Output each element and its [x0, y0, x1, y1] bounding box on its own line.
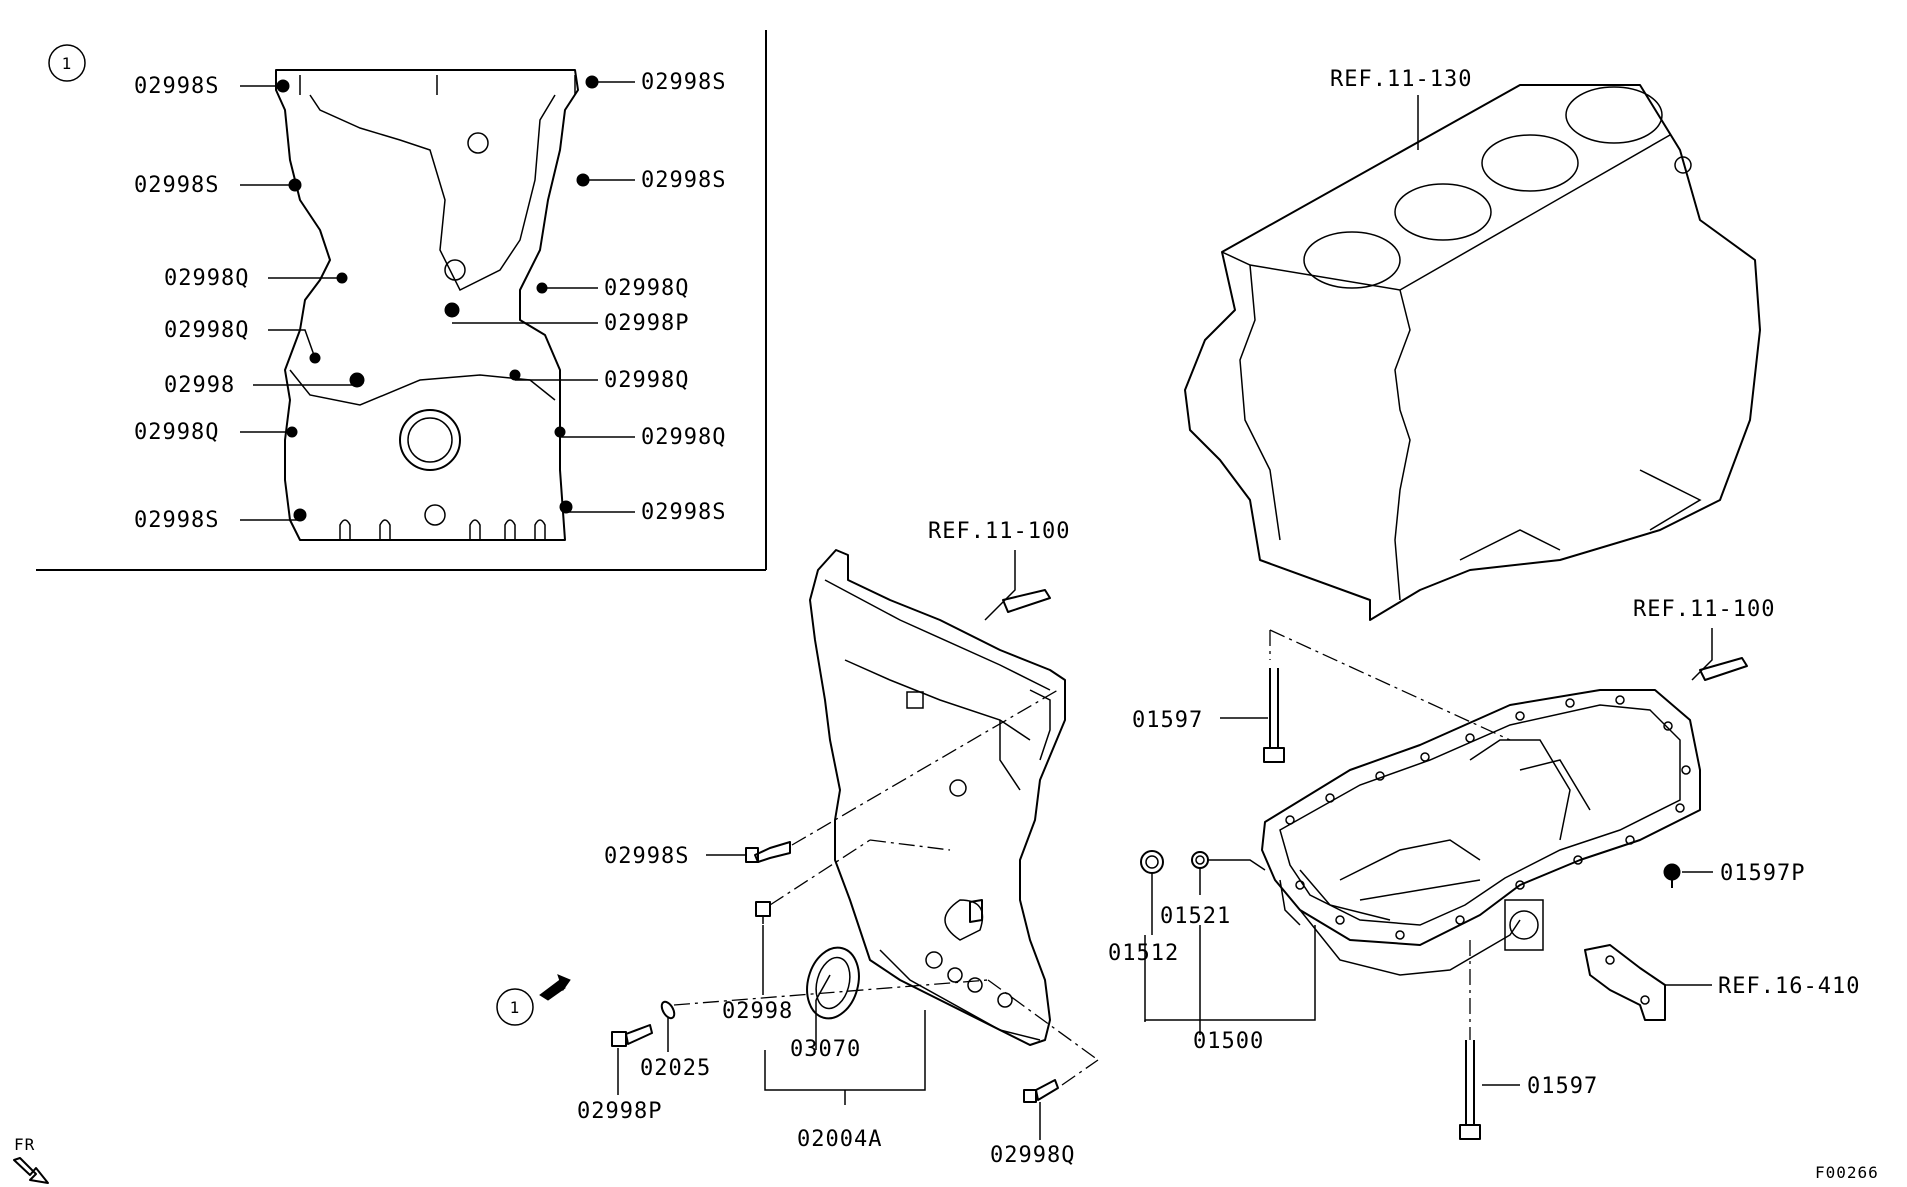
- label-ref-cover: REF.11-100: [928, 519, 1070, 544]
- label-bolt-02998: 02998: [722, 999, 793, 1024]
- label-inset-r4: 02998P: [604, 311, 689, 336]
- front-arrow-icon: [13, 1157, 49, 1184]
- label-inset-r5: 02998Q: [604, 368, 689, 393]
- callout-marker-text: 1: [62, 54, 73, 73]
- direction-label: FR: [14, 1135, 35, 1154]
- pan-leaders: [1144, 717, 1713, 1086]
- inset-frame: [36, 30, 767, 571]
- label-pan-bolt-bottom: 01597: [1527, 1074, 1598, 1099]
- label-inset-r6: 02998Q: [641, 425, 726, 450]
- callout-marker-inset: 1: [48, 44, 86, 82]
- label-oil-pan: 01500: [1193, 1029, 1264, 1054]
- label-oil-seal: 03070: [790, 1037, 861, 1062]
- label-inset-r3: 02998Q: [604, 276, 689, 301]
- label-ref-pan: REF.11-100: [1633, 597, 1775, 622]
- label-pan-bolt-top: 01597: [1132, 708, 1203, 733]
- label-inset-br: 02998S: [641, 500, 726, 525]
- label-bolt-02998q: 02998Q: [990, 1143, 1075, 1168]
- bolt-02998s-drawing: [745, 841, 791, 863]
- gasket-drawing: [1191, 851, 1209, 869]
- inset-labels: 02998S 02998S 02998S 02998S 02998Q 02998…: [134, 70, 726, 533]
- ref-cover-callout: REF.11-100: [928, 519, 1070, 621]
- cover-alignment-lines: [673, 689, 1099, 1086]
- label-inset-l5: 02998: [164, 373, 235, 398]
- label-cover-assy: 02004A: [797, 1127, 882, 1152]
- label-pin-02025: 02025: [640, 1056, 711, 1081]
- pan-bolt-p-drawing: [1663, 863, 1681, 888]
- label-bolt-02998s: 02998S: [604, 844, 689, 869]
- pan-bolt-top-drawing: [1263, 668, 1285, 763]
- callout-marker-main: 1: [496, 974, 571, 1026]
- bolt-02998q-drawing: [1023, 1079, 1059, 1103]
- label-inset-tl2: 02998S: [134, 173, 219, 198]
- inset-leaders: [240, 81, 635, 521]
- label-inset-tr1: 02998S: [641, 70, 726, 95]
- oil-pan-drawing: [1261, 689, 1701, 976]
- pan-alignment-lines: [1269, 629, 1511, 1040]
- cylinder-block-drawing: [1184, 84, 1761, 621]
- timing-cover-drawing: [809, 549, 1066, 1046]
- ref-pan-callout: REF.11-100: [1633, 597, 1775, 681]
- label-inset-tr2: 02998S: [641, 168, 726, 193]
- bolt-02998-drawing: [755, 901, 771, 924]
- label-bolt-02998p: 02998P: [577, 1099, 662, 1124]
- label-inset-bl: 02998S: [134, 508, 219, 533]
- pin-02025-drawing: [660, 1000, 676, 1020]
- label-inset-tl1: 02998S: [134, 74, 219, 99]
- label-inset-l6: 02998Q: [134, 420, 219, 445]
- label-ref-bracket: REF.16-410: [1718, 974, 1860, 999]
- figure-code: F00266: [1815, 1163, 1879, 1182]
- bracket-drawing: [1584, 944, 1666, 1021]
- label-pan-bolt-p: 01597P: [1720, 861, 1805, 886]
- pan-labels: 01597 01597 01597P REF.16-410 01512 0152…: [1108, 708, 1860, 1099]
- label-gasket: 01521: [1160, 904, 1231, 929]
- cover-labels: 02998S 02998 03070 02004A 02998Q 02998P …: [577, 844, 1075, 1168]
- pan-bolt-bottom-drawing: [1459, 1040, 1481, 1140]
- oil-seal-drawing: [806, 946, 860, 1020]
- label-inset-l3: 02998Q: [164, 266, 249, 291]
- front-direction-indicator: FR: [13, 1135, 49, 1184]
- ref-block-callout: REF.11-130: [1330, 67, 1472, 150]
- label-inset-l4: 02998Q: [164, 318, 249, 343]
- cover-leaders: [617, 854, 1041, 1140]
- oil-pan-bolt-holes: [1285, 695, 1691, 940]
- label-drain-plug: 01512: [1108, 941, 1179, 966]
- bolt-02998p-drawing: [611, 1024, 653, 1047]
- callout-marker-main-text: 1: [510, 998, 521, 1017]
- drain-plug-drawing: [1140, 850, 1164, 874]
- inset-timing-cover-drawing: [275, 69, 599, 541]
- label-ref-block: REF.11-130: [1330, 67, 1472, 92]
